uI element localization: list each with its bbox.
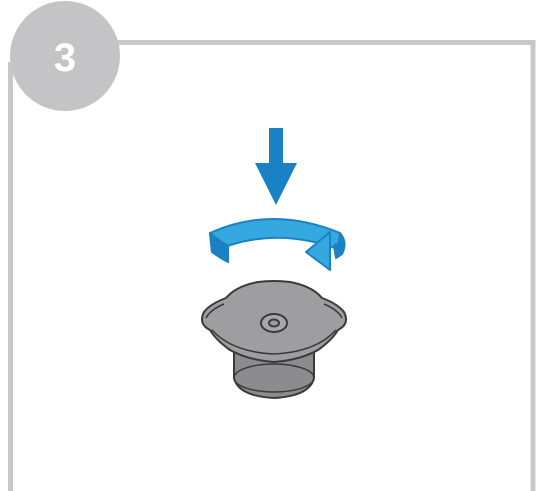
filter-cap-icon [201, 280, 347, 399]
step-number: 3 [54, 36, 76, 80]
rotate-clockwise-icon [209, 218, 346, 271]
step-frame-border [8, 40, 536, 491]
down-arrow-icon [255, 128, 297, 205]
step-number-badge: 3 [10, 1, 120, 111]
